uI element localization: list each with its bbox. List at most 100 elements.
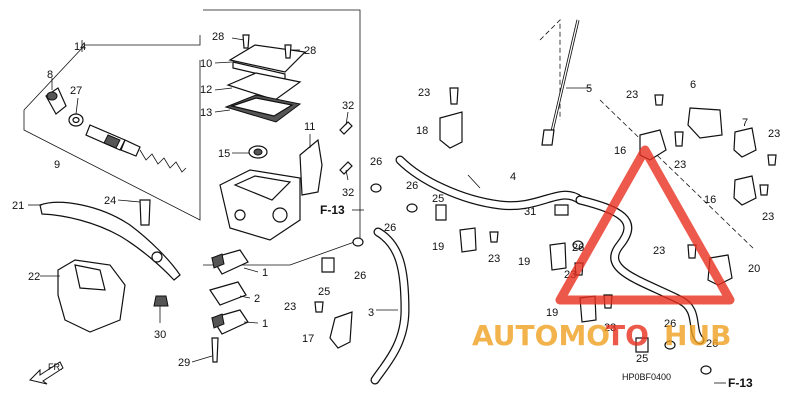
callout-28-left: 28 <box>212 31 224 43</box>
callout-16-lower: 16 <box>704 194 716 206</box>
callout-15: 15 <box>218 148 230 160</box>
callout-25-right: 25 <box>636 353 648 365</box>
callout-26-left: 26 <box>384 222 396 234</box>
assembly-bracket-9 <box>23 60 201 221</box>
callout-13: 13 <box>200 107 212 119</box>
callout-11: 11 <box>304 121 315 133</box>
piston-boot <box>45 87 67 115</box>
brake-pipe-5 <box>541 19 580 146</box>
hose-clamp-7 <box>733 127 757 158</box>
switch-screw <box>211 337 219 363</box>
callout-16-upper: 16 <box>614 145 626 157</box>
callout-1-upper: 1 <box>262 267 268 279</box>
callout-23-lower: 23 <box>604 322 616 334</box>
piston-seal <box>68 113 84 127</box>
callout-5: 5 <box>586 83 592 95</box>
callout-6: 6 <box>690 79 696 91</box>
callout-27: 27 <box>70 85 82 97</box>
callout-25-left: 25 <box>318 286 330 298</box>
callout-23-top: 23 <box>626 89 638 101</box>
reservoir-screws <box>242 34 292 59</box>
callout-28-right: 28 <box>304 45 316 57</box>
hose-routing-dash <box>539 19 561 120</box>
callout-29: 29 <box>178 357 190 369</box>
callout-22: 22 <box>28 271 40 283</box>
callout-19-upper: 19 <box>432 241 444 253</box>
lever-dust-cover <box>57 259 126 333</box>
callout-23-caliper: 23 <box>653 245 665 257</box>
callout-19-mid: 19 <box>518 256 530 268</box>
hose-clamp-18 <box>439 111 463 149</box>
callout-9: 9 <box>54 159 60 171</box>
watermark-logo: AUTOMO TO HUB <box>472 145 735 352</box>
callout-32-lower: 32 <box>342 187 354 199</box>
callout-10: 10 <box>200 58 212 70</box>
callout-30: 30 <box>154 329 166 341</box>
callout-2: 2 <box>254 293 260 305</box>
callout-7: 7 <box>742 117 748 129</box>
callout-4: 4 <box>510 171 516 183</box>
reservoir-sight-glass <box>248 145 268 159</box>
master-cylinder-body <box>219 169 301 241</box>
callout-labels: 14 8 27 9 28 28 10 12 13 15 32 11 32 21 … <box>12 31 780 369</box>
piston-spring <box>139 149 187 173</box>
lever-pivot-nut <box>153 295 169 307</box>
callout-26-upper: 26 <box>370 156 382 168</box>
oil-bolts <box>321 204 649 353</box>
callout-23-mid: 23 <box>488 253 500 265</box>
callout-23-clamp18: 23 <box>418 87 430 99</box>
brake-hose-4 <box>395 155 585 211</box>
sealing-washers <box>352 183 712 375</box>
callout-23-right-top: 23 <box>768 128 780 140</box>
direction-label: FR. <box>48 362 63 372</box>
caliper-routing-dash <box>599 99 756 251</box>
assembly-bracket-14 <box>23 35 201 111</box>
reservoir-diaphragm-plate <box>226 72 302 101</box>
callout-24: 24 <box>104 195 116 207</box>
front-direction-arrow: FR. <box>29 361 64 385</box>
diagram-code: HP0BF0400 <box>622 372 671 382</box>
watermark-text-part2: TO <box>606 319 649 352</box>
hose-guide-19a <box>459 227 477 253</box>
callout-26-right: 26 <box>706 338 718 350</box>
callout-1-lower: 1 <box>262 318 268 330</box>
switch-bracket <box>209 281 247 306</box>
callout-31: 31 <box>524 206 536 218</box>
callout-23-right-low: 23 <box>762 211 774 223</box>
callout-18: 18 <box>416 125 428 137</box>
callout-26-lower: 26 <box>354 270 366 282</box>
callout-17: 17 <box>302 333 314 345</box>
brake-switch-upper <box>211 249 249 275</box>
lever-pivot-bolt <box>139 199 151 226</box>
callout-8: 8 <box>47 69 53 81</box>
leader-lines <box>28 37 590 363</box>
piston-assembly <box>85 124 141 157</box>
callout-20: 20 <box>748 263 760 275</box>
watermark-text-part3: HUB <box>664 319 732 352</box>
callout-21: 21 <box>12 200 24 212</box>
brake-lever <box>39 201 181 281</box>
bolt-31 <box>554 204 569 216</box>
callout-23-switch: 23 <box>284 301 296 313</box>
hose-clamp-17 <box>329 311 353 349</box>
callout-12: 12 <box>200 84 212 96</box>
hose-guide-19b <box>549 242 567 271</box>
callout-26-caliper: 26 <box>664 318 676 330</box>
brake-pipe-lower <box>575 195 705 345</box>
hose-clamp-6 <box>687 107 723 139</box>
brake-switch-lower <box>211 309 249 335</box>
callout-14: 14 <box>74 41 86 53</box>
brake-hose-3 <box>370 227 410 385</box>
hose-clamp-16b <box>733 175 757 206</box>
callout-32-upper: 32 <box>342 100 354 112</box>
reservoir-diaphragm <box>224 94 302 123</box>
callout-19-lower: 19 <box>546 307 558 319</box>
callout-23-clamp16: 23 <box>674 159 686 171</box>
master-cylinder-holder <box>299 138 323 196</box>
frame-ref-f13-lower: F-13 <box>728 376 753 390</box>
callout-25-mid: 25 <box>432 193 444 205</box>
frame-ref-f13-upper: F-13 <box>320 203 345 217</box>
callout-26-pipe: 26 <box>572 242 584 254</box>
callout-3: 3 <box>368 307 374 319</box>
